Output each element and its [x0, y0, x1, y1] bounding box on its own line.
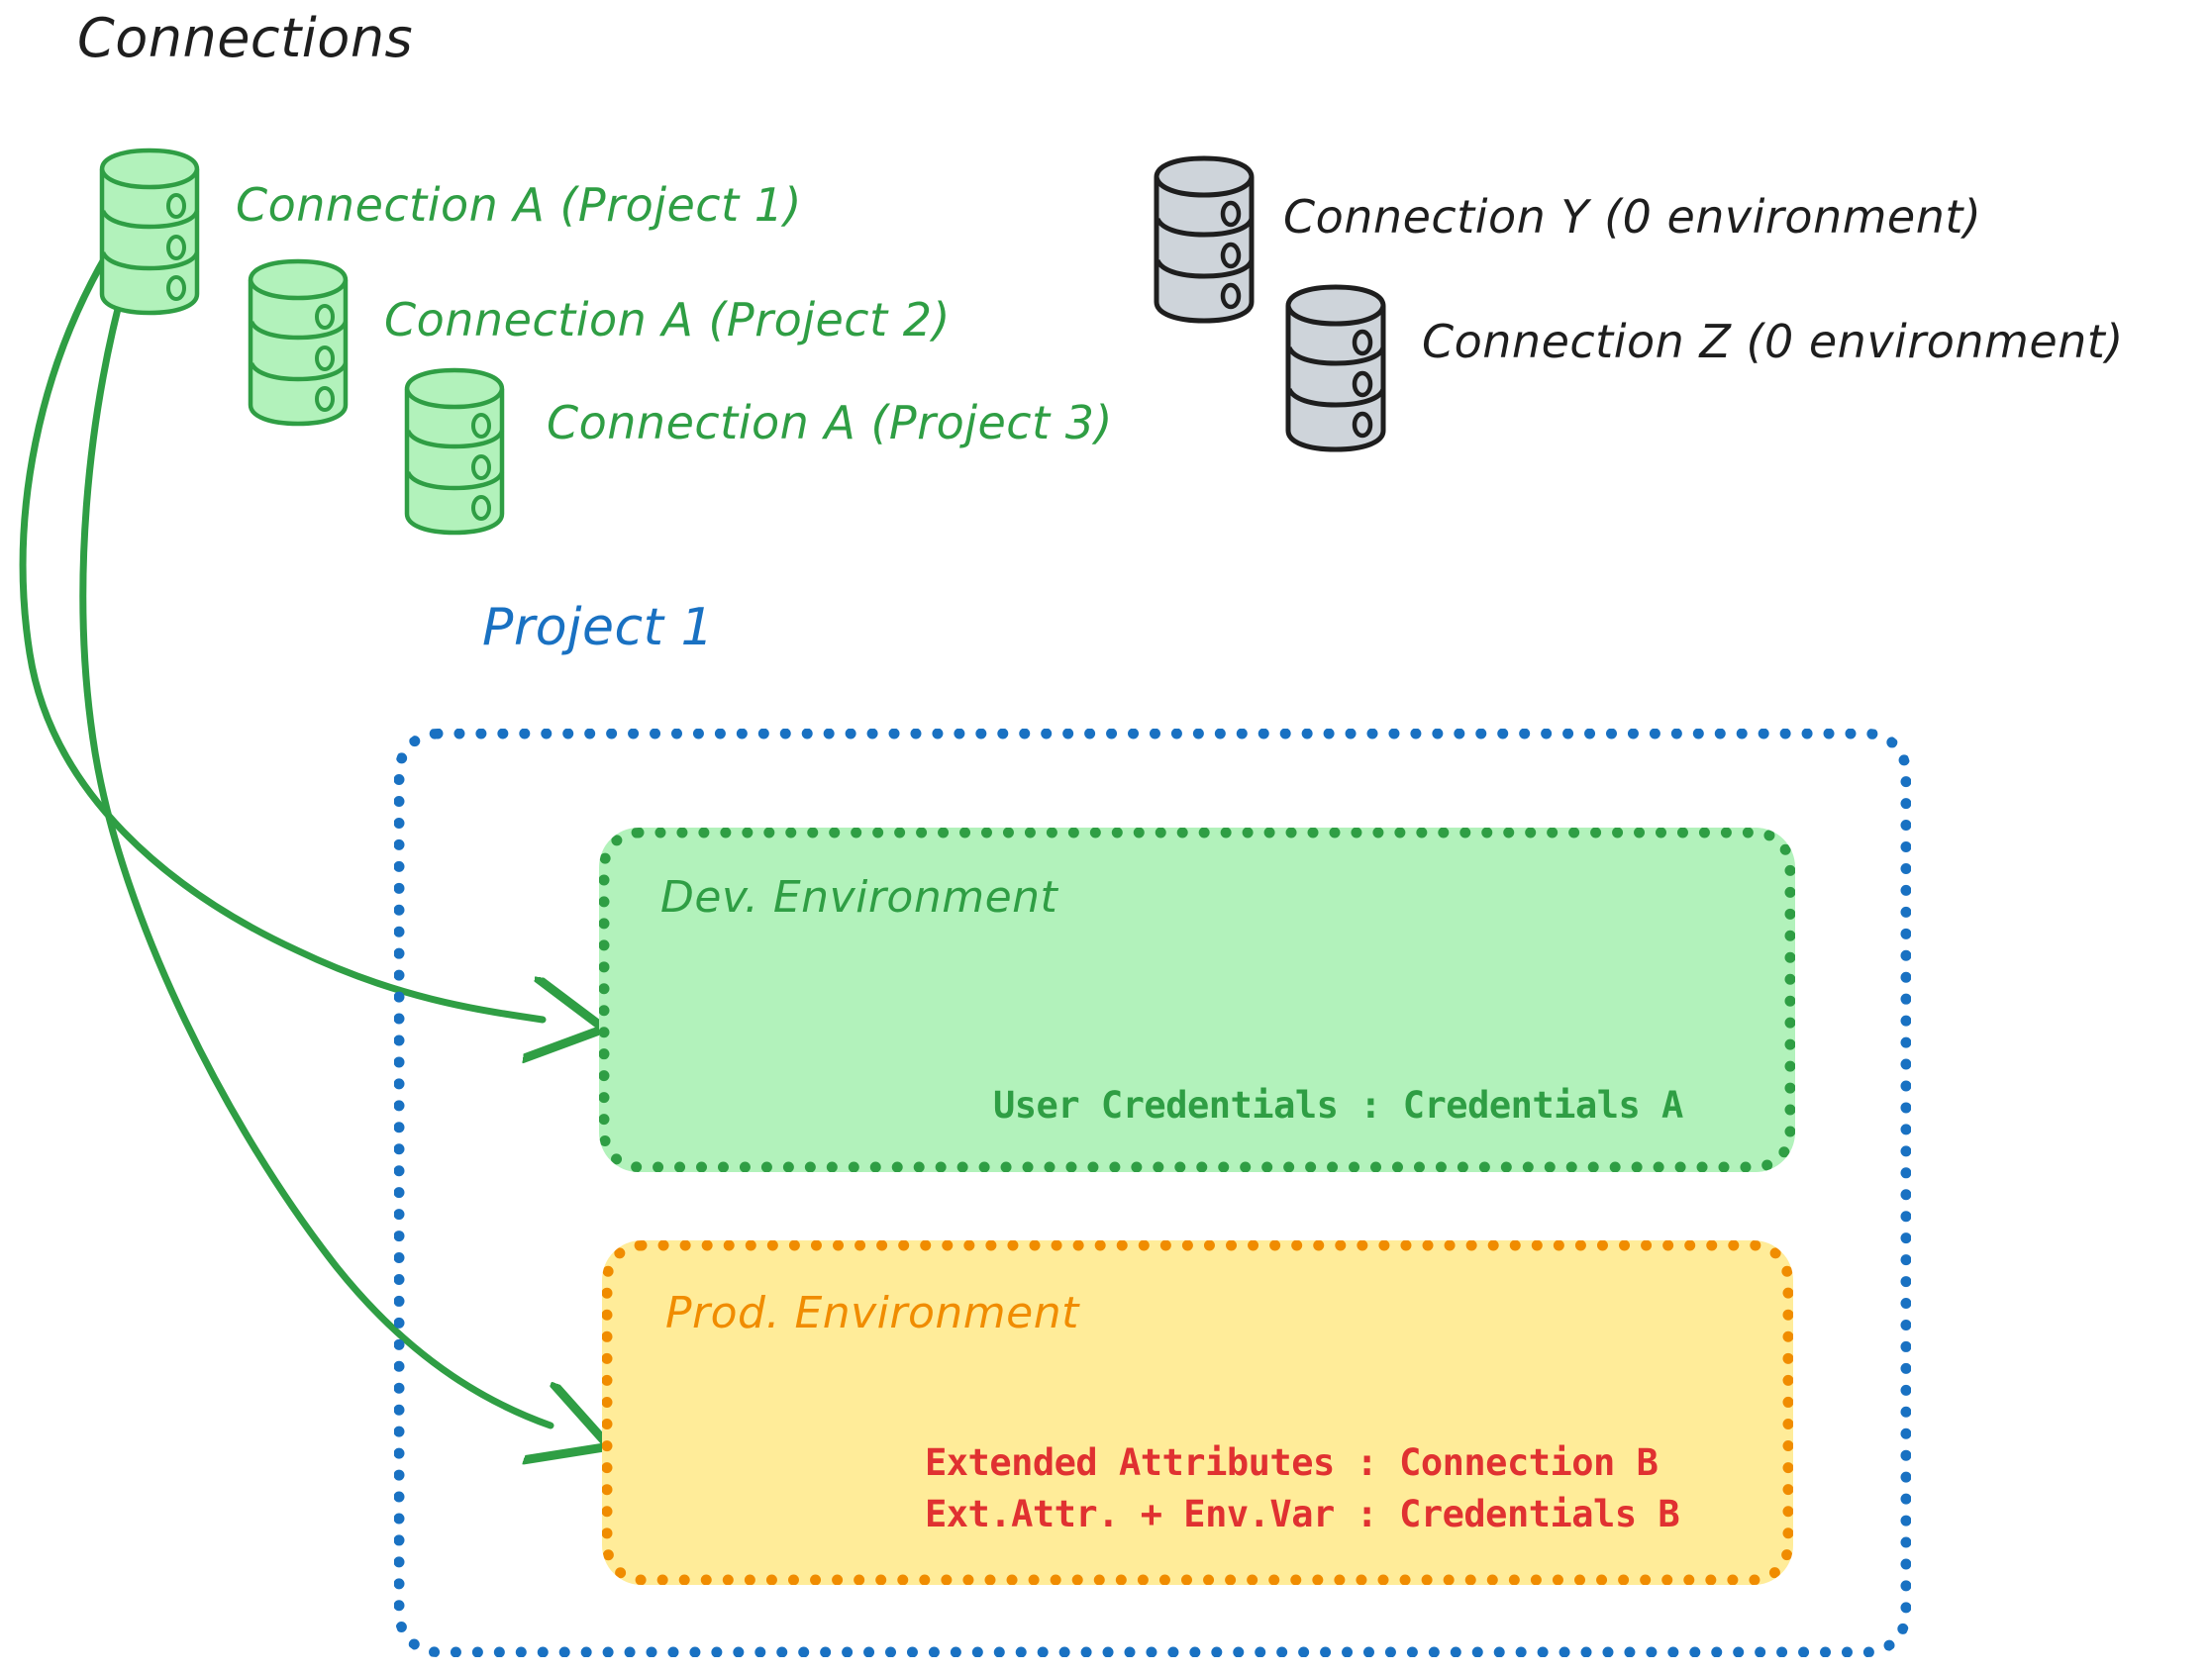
connection-label-y: Connection Y (0 environment): [1283, 190, 1982, 244]
dev-environment-box[interactable]: [599, 828, 1795, 1172]
dev-environment-title: Dev. Environment: [660, 872, 1058, 923]
project-title: Project 1: [482, 598, 715, 657]
arrow-conn-a-to-prod: [79, 271, 551, 1426]
prod-environment-box[interactable]: [602, 1240, 1793, 1585]
dev-environment-entry-user-credentials: User Credentials : Credentials A: [993, 1084, 1683, 1127]
database-icon: [1154, 155, 1255, 324]
database-icon: [99, 148, 200, 316]
connection-label-z: Connection Z (0 environment): [1422, 315, 2124, 368]
project-1-container: [394, 729, 1911, 1657]
arrow-conn-a-to-dev: [19, 244, 543, 1020]
prod-environment-entry-ext-attr-env-var: Ext.Attr. + Env.Var : Credentials B: [925, 1493, 1680, 1535]
page-title: Connections: [77, 7, 414, 69]
connection-label-a-project-3: Connection A (Project 3): [547, 396, 1113, 449]
connection-label-a-project-1: Connection A (Project 1): [236, 178, 802, 232]
prod-environment-title: Prod. Environment: [665, 1288, 1079, 1338]
prod-environment-entry-extended-attributes: Extended Attributes : Connection B: [925, 1441, 1659, 1484]
connection-label-a-project-2: Connection A (Project 2): [384, 293, 951, 346]
database-icon: [1285, 284, 1386, 452]
database-icon: [404, 367, 505, 536]
database-icon: [248, 258, 349, 427]
